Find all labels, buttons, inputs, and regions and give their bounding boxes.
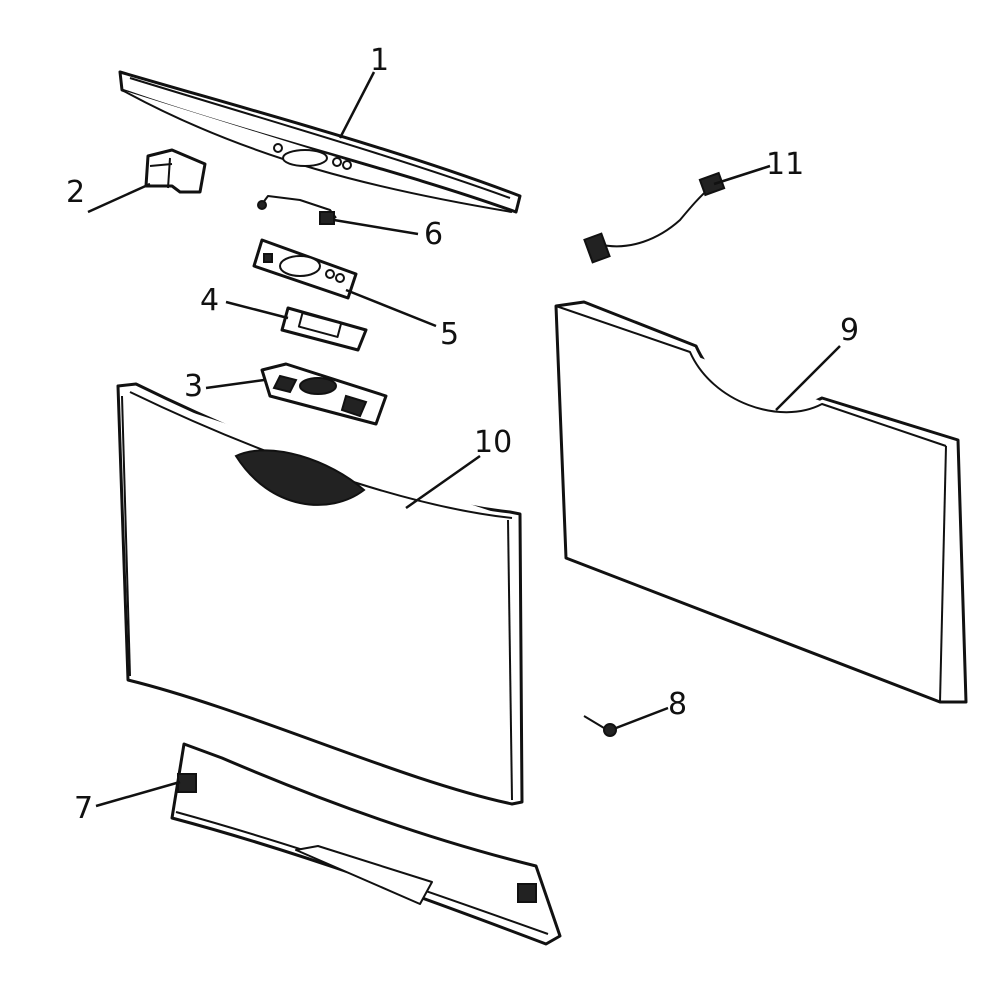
part-5-control-board (252, 238, 358, 300)
leader-lines (87, 71, 841, 808)
callout-9: 9 (840, 313, 859, 348)
callout-6: 6 (424, 217, 443, 252)
callout-3: 3 (184, 369, 203, 404)
part-8-screw (583, 715, 617, 737)
callout-10: 10 (474, 425, 512, 460)
leader-9 (775, 345, 841, 411)
callout-1: 1 (370, 43, 389, 78)
callout-2: 2 (66, 175, 85, 210)
leader-1 (338, 71, 376, 139)
leader-7 (95, 780, 181, 808)
callout-11: 11 (766, 147, 804, 182)
part-7-bottom-trim (170, 742, 562, 946)
part-2-bracket (144, 148, 207, 194)
leader-8 (615, 706, 669, 730)
callout-8: 8 (668, 687, 687, 722)
leader-10 (405, 454, 481, 510)
part-6-switch (257, 195, 337, 225)
leader-11 (713, 164, 771, 186)
part-3-housing (260, 362, 388, 426)
part-1-control-panel (118, 70, 522, 214)
leader-4 (225, 300, 289, 320)
part-11-wire-harness (583, 171, 726, 264)
part-10-outer-door-panel (116, 382, 524, 806)
callout-5: 5 (440, 317, 459, 352)
leader-5 (345, 288, 437, 328)
part-9-insulation-panel (554, 300, 968, 704)
leader-3 (205, 378, 265, 390)
leader-6 (333, 218, 419, 236)
callout-numbers: 1 2 3 4 5 6 7 8 9 10 11 (66, 43, 859, 826)
callout-7: 7 (74, 791, 93, 826)
part-4-small-board (280, 306, 368, 352)
callout-4: 4 (200, 283, 219, 318)
leader-2 (87, 182, 151, 214)
